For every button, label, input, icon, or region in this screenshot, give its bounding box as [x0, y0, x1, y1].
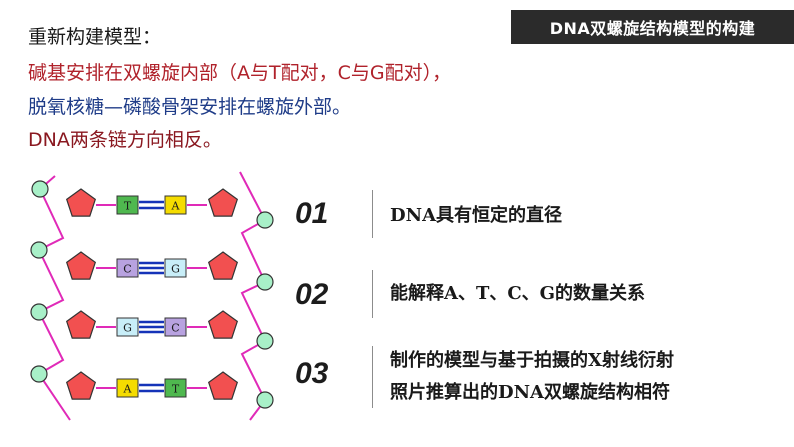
base-letter: A — [123, 383, 133, 396]
item-text-3b: 照片推算出的DNA双螺旋结构相符 — [390, 382, 671, 403]
base-right-box — [164, 378, 187, 398]
item-number-3: 03 — [295, 357, 329, 390]
point-backbone: 脱氧核糖—磷酸骨架安排在螺旋外部。 — [28, 96, 352, 118]
phosphate-left — [30, 241, 48, 259]
phosphate-right — [256, 273, 274, 291]
phosphate-right — [256, 391, 274, 409]
phosphate-left — [31, 180, 49, 198]
base-right-box — [164, 258, 187, 278]
base-right-box — [164, 317, 187, 337]
base-letter: A — [171, 200, 181, 213]
deoxyribose-sugar-right — [207, 251, 239, 280]
heading: 重新构建模型： — [28, 26, 162, 48]
point-strands: DNA两条链方向相反。 — [28, 129, 222, 151]
divider-2 — [372, 270, 373, 318]
base-left-box — [116, 258, 139, 278]
item-number-1: 01 — [295, 197, 329, 230]
phosphate-right — [256, 211, 274, 229]
phosphate-right — [256, 332, 274, 350]
item-number-2: 02 — [295, 278, 329, 311]
item-text-3a: 制作的模型与基于拍摄的X射线衍射 — [390, 350, 674, 371]
base-letter: G — [123, 322, 132, 335]
base-letter: C — [123, 263, 131, 276]
base-right-box — [164, 195, 187, 215]
base-letter: C — [171, 322, 179, 335]
deoxyribose-sugar-right — [207, 310, 239, 339]
base-letter: T — [124, 200, 132, 213]
base-left-box — [116, 378, 139, 398]
point-bases: 碱基安排在双螺旋内部（A与T配对，C与G配对）， — [28, 62, 452, 84]
item-text-1: DNA具有恒定的直径 — [390, 205, 563, 226]
deoxyribose-sugar-left — [65, 251, 97, 280]
base-letter: T — [172, 383, 180, 396]
deoxyribose-sugar-right — [207, 371, 239, 400]
deoxyribose-sugar-right — [207, 188, 239, 217]
slide-title: DNA双螺旋结构模型的构建 — [511, 10, 794, 44]
item-text-2: 能解释A、T、C、G的数量关系 — [390, 283, 646, 304]
base-letter: G — [171, 263, 180, 276]
divider-1 — [372, 190, 373, 238]
phosphate-left — [30, 303, 48, 321]
phosphate-left — [30, 365, 48, 383]
deoxyribose-sugar-left — [65, 310, 97, 339]
divider-3 — [372, 346, 373, 408]
deoxyribose-sugar-left — [65, 371, 97, 400]
base-left-box — [116, 317, 139, 337]
left-strand-backbone — [37, 175, 71, 421]
base-left-box — [116, 195, 139, 215]
deoxyribose-sugar-left — [65, 188, 97, 217]
right-strand-backbone — [239, 171, 267, 421]
